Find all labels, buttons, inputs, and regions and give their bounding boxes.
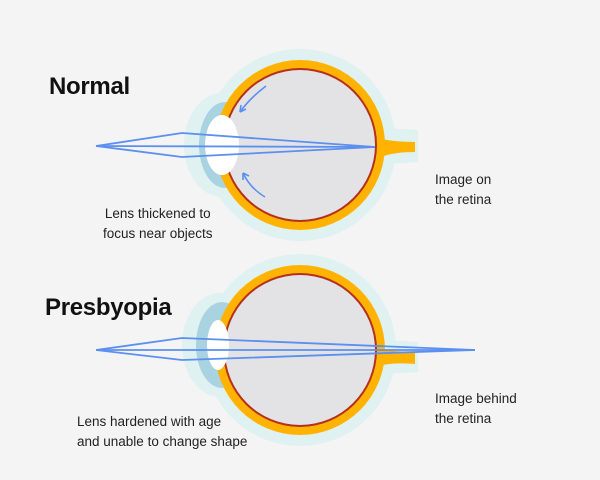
presbyopia-title: Presbyopia (45, 294, 172, 321)
presbyopia-eye (95, 254, 476, 446)
accommodation-arrows-icon (239, 85, 267, 198)
light-rays (95, 337, 476, 361)
normal-lens-label: Lens thickened to focus near objects (103, 206, 213, 241)
presbyopia-lens-label: Lens hardened with age and unable to cha… (77, 414, 248, 449)
lens-thick (205, 115, 239, 175)
lens-hardened (207, 320, 229, 370)
presbyopia-image-label: Image behind the retina (435, 391, 517, 426)
light-rays (95, 132, 376, 158)
normal-title: Normal (49, 73, 130, 100)
normal-eye (95, 49, 418, 241)
normal-image-label: Image on the retina (435, 172, 492, 207)
